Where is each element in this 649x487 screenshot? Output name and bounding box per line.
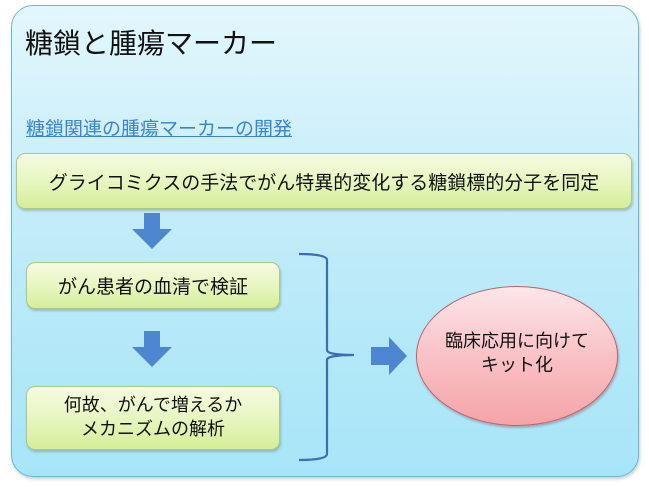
step-identify-targets-text: グライコミクスの手法でがん特異的変化する糖鎖標的分子を同定 (48, 171, 600, 194)
arrow-down-icon (132, 331, 172, 367)
outcome-kit-ellipse: 臨床応用に向けて キット化 (416, 286, 618, 426)
step-identify-targets: グライコミクスの手法でがん特異的変化する糖鎖標的分子を同定 (16, 153, 632, 209)
arrow-down-icon (132, 213, 172, 249)
outcome-line-2: キット化 (481, 355, 553, 376)
step-mechanism-line-1: 何故、がんで増えるか (63, 395, 243, 416)
step-serum-validation: がん患者の血清で検証 (26, 262, 280, 309)
subtitle-link[interactable]: 糖鎖関連の腫瘍マーカーの開発 (26, 118, 293, 140)
arrow-right-icon (371, 337, 407, 375)
step-mechanism-line-2: メカニズムの解析 (81, 419, 225, 440)
step-serum-validation-text: がん患者の血清で検証 (57, 276, 248, 298)
right-curly-brace (298, 252, 355, 462)
slide-title: 糖鎖と腫瘍マーカー (25, 27, 278, 60)
step-mechanism-analysis: 何故、がんで増えるか メカニズムの解析 (26, 386, 280, 450)
outcome-line-1: 臨床応用に向けて (445, 331, 589, 352)
